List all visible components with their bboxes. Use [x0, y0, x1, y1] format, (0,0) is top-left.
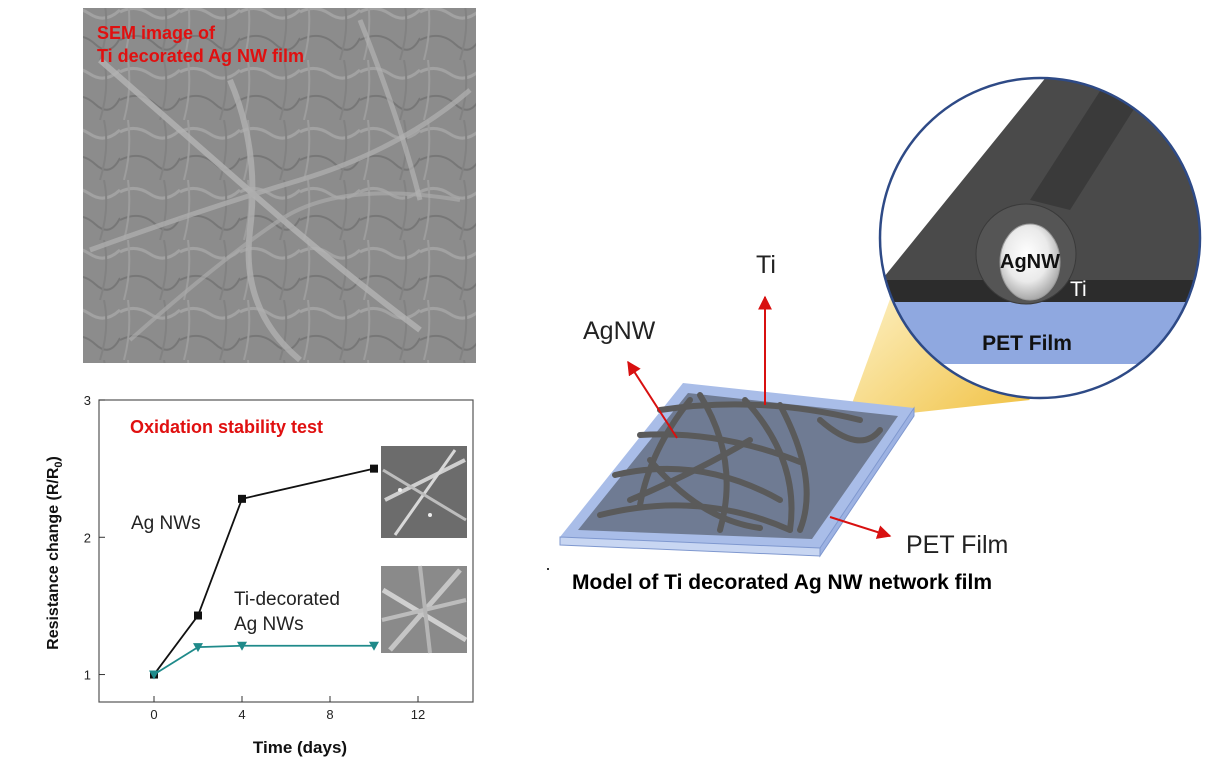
- sem-caption-line1: SEM image of: [97, 23, 216, 43]
- y-axis-label-sub: 0: [53, 461, 65, 467]
- model-label-agnw: AgNW: [583, 317, 656, 345]
- series-point-1: [149, 670, 159, 680]
- pet-arrow: [829, 516, 892, 539]
- series-label-ti-line2: Ag NWs: [234, 614, 304, 635]
- series-label-ag: Ag NWs: [131, 513, 201, 534]
- model-label-ti: Ti: [756, 251, 776, 279]
- zoom-label-agnw: AgNW: [1000, 251, 1060, 273]
- x-tick-label: 0: [150, 707, 157, 722]
- x-tick-label: 12: [411, 707, 425, 722]
- x-tick-label: 4: [238, 707, 245, 722]
- series-point-1: [193, 643, 203, 653]
- series-point-0: [370, 464, 378, 473]
- series-point-0: [238, 494, 246, 503]
- y-axis-label-end: ): [45, 456, 62, 461]
- sem-caption: SEM image of Ti decorated Ag NW film: [97, 22, 304, 68]
- sem-image: [83, 8, 476, 363]
- y-axis-label-main: Resistance change (R/R: [45, 467, 62, 650]
- series-label-ti-line1: Ti-decorated: [234, 589, 340, 610]
- x-axis-label: Time (days): [253, 738, 347, 757]
- y-axis-label: Resistance change (R/R0): [45, 456, 65, 650]
- chart-frame: [98, 399, 474, 703]
- y-tick-label: 2: [84, 530, 91, 545]
- stray-dot: [547, 568, 549, 570]
- inset-micrograph-ti: [381, 565, 468, 654]
- series-point-0: [194, 611, 202, 620]
- agnw-arrow: [627, 360, 678, 439]
- sem-caption-line2: Ti decorated Ag NW film: [97, 46, 305, 66]
- chart-title: Oxidation stability test: [130, 417, 323, 437]
- series-point-1: [369, 641, 379, 651]
- zoom-label-pet: PET Film: [982, 332, 1072, 355]
- series-point-1: [237, 641, 247, 651]
- substrate-model: [559, 383, 915, 558]
- inset-micrograph-ag: [381, 446, 467, 538]
- agnw-core: [999, 223, 1061, 301]
- x-tick-label: 8: [326, 707, 333, 722]
- series-line-1: [153, 644, 374, 676]
- model-caption: Model of Ti decorated Ag NW network film: [572, 571, 993, 594]
- zoom-label-ti: Ti: [1070, 278, 1087, 301]
- y-tick-label: 3: [84, 393, 91, 408]
- y-tick-label: 1: [84, 668, 91, 683]
- zoom-circle-border: [878, 76, 1202, 400]
- zoom-view: [880, 78, 1200, 398]
- nanowire-network: [597, 392, 883, 533]
- model-label-pet: PET Film: [906, 531, 1008, 559]
- series-line-0: [153, 467, 375, 676]
